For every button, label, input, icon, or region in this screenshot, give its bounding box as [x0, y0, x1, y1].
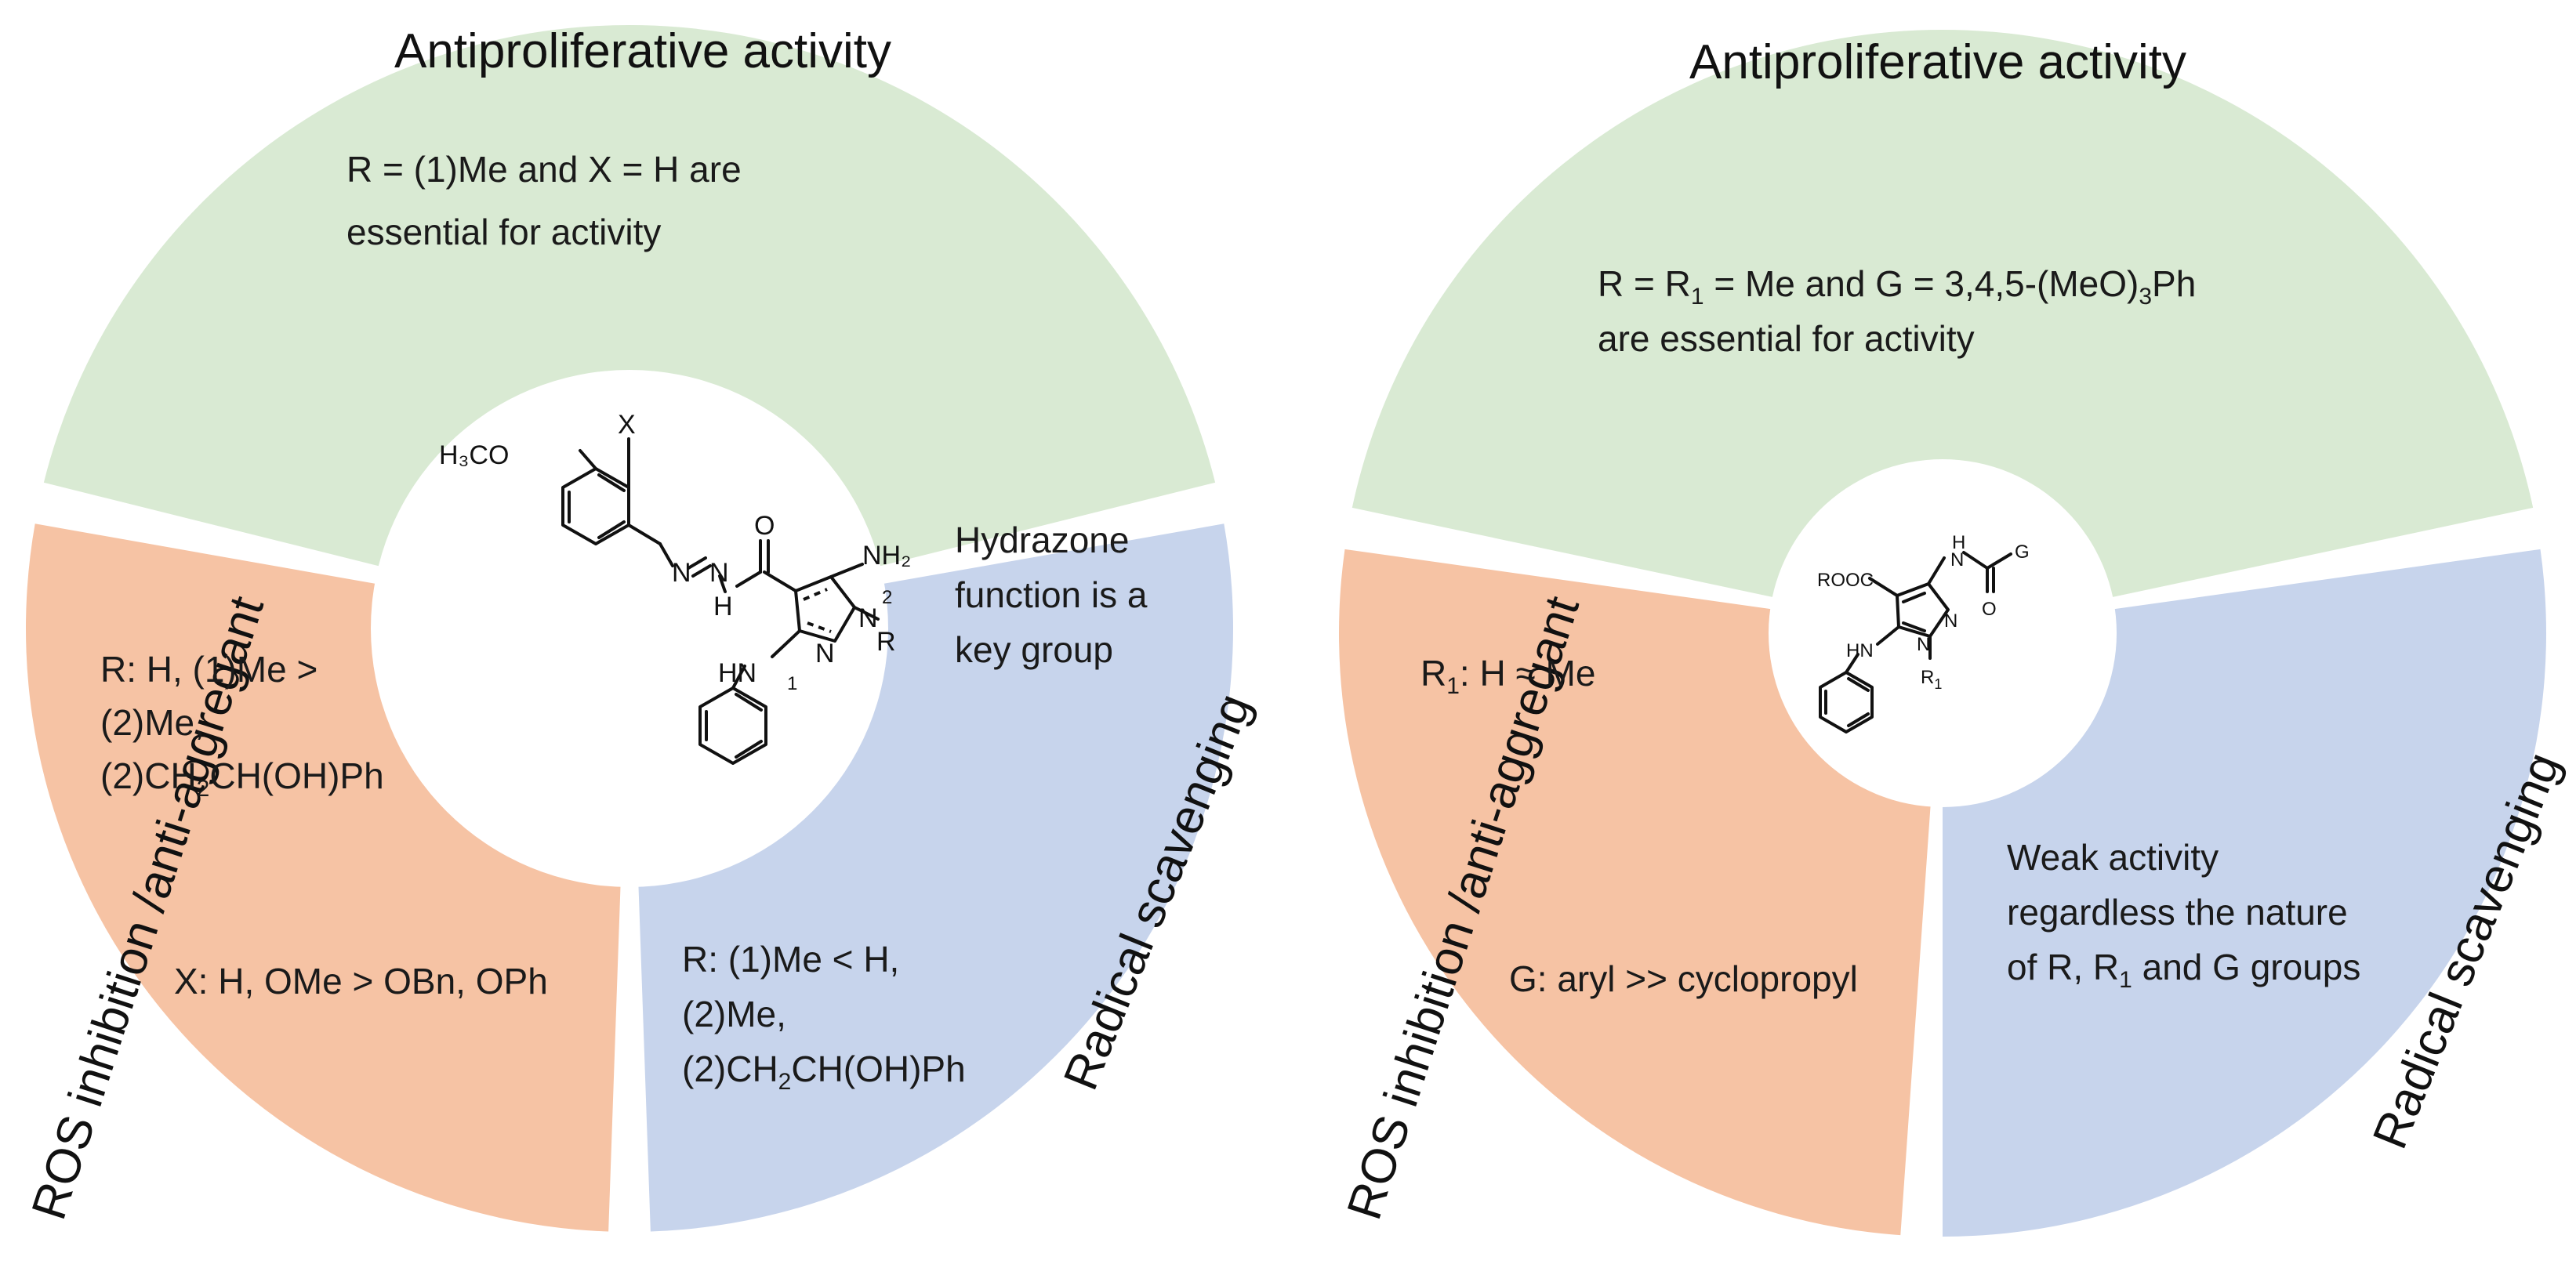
left-antiproliferative-sector	[43, 24, 1216, 572]
right-orange-text-r1: R1: H ≈ Me	[1420, 653, 1595, 699]
left-orange-text-line1: R: H, (1)Me >	[100, 649, 317, 690]
right-chem-rooc: ROOC	[1817, 570, 1874, 591]
left-chem-nh2: NH₂	[862, 541, 911, 570]
right-blue-text-line2: regardless the nature	[2007, 892, 2348, 933]
right-chem-g: G	[2015, 542, 2030, 563]
left-chem-n-imine: N	[672, 558, 691, 588]
right-ros-sector	[1338, 549, 1932, 1236]
left-blue-text-r-1: R: (1)Me < H,	[682, 939, 899, 980]
right-chem-n2: N	[1944, 610, 1957, 632]
left-ros-sector	[26, 523, 622, 1232]
right-blue-text-line1: Weak activity	[2007, 837, 2219, 878]
right-chem-r1: R1	[1921, 667, 1942, 692]
right-chem-o: O	[1982, 599, 1997, 620]
right-green-text-line1: R = R1 = Me and G = 3,4,5-(MeO)3Ph	[1598, 263, 2196, 310]
left-wheel: Antiproliferative activity ROS inhibitio…	[22, 24, 1261, 1232]
right-chem-n-amide: N	[1950, 549, 1964, 570]
right-green-text-line2: are essential for activity	[1598, 318, 1975, 359]
left-blue-text-hydrazone-3: key group	[955, 629, 1113, 670]
left-blue-text-r-2: (2)Me,	[682, 994, 786, 1034]
right-title-antiproliferative: Antiproliferative activity	[1689, 35, 2186, 89]
left-blue-text-hydrazone-1: Hydrazone	[955, 520, 1129, 560]
right-chem-hn: HN	[1846, 640, 1874, 661]
left-title-antiproliferative: Antiproliferative activity	[394, 24, 891, 78]
right-molecule	[1819, 551, 2012, 733]
left-center-circle	[371, 370, 888, 887]
left-chem-n2: N	[858, 603, 878, 633]
right-wheel: Antiproliferative activity ROS inhibitio…	[1337, 30, 2571, 1237]
left-green-text-line2: essential for activity	[346, 212, 661, 252]
right-center-circle	[1769, 459, 2117, 807]
left-molecule	[561, 437, 880, 765]
right-blue-text-line3: of R, R1 and G groups	[2007, 947, 2360, 993]
left-green-text-line1: R = (1)Me and X = H are	[346, 149, 742, 190]
left-orange-text-x: X: H, OMe > OBn, OPh	[174, 961, 548, 1002]
left-chem-h3co: H₃CO	[439, 440, 509, 470]
left-chem-hn: HN	[718, 658, 756, 688]
right-antiproliferative-sector	[1351, 30, 2534, 601]
left-chem-locant-2: 2	[882, 587, 892, 608]
left-chem-o: O	[754, 511, 775, 541]
left-chem-r: R	[876, 627, 896, 657]
left-blue-text-r-3: (2)CH2CH(OH)Ph	[682, 1049, 966, 1095]
left-chem-locant-1: 1	[787, 673, 797, 694]
right-orange-text-g: G: aryl >> cyclopropyl	[1509, 958, 1858, 999]
left-radical-sector	[637, 523, 1233, 1232]
left-orange-text-line2: (2)Me,	[100, 702, 205, 743]
left-blue-text-hydrazone-2: function is a	[955, 574, 1148, 615]
right-chem-n1: N	[1917, 634, 1930, 655]
left-chem-h-hydrazide: H	[713, 592, 733, 621]
left-chem-n1: N	[815, 639, 835, 668]
right-radical-sector	[1943, 549, 2546, 1237]
left-chem-n-hydrazide: N	[709, 558, 729, 588]
left-orange-text-line3: (2)CH2CH(OH)Ph	[100, 755, 384, 802]
left-chem-x: X	[618, 410, 636, 440]
right-chem-h: H	[1952, 532, 1965, 553]
